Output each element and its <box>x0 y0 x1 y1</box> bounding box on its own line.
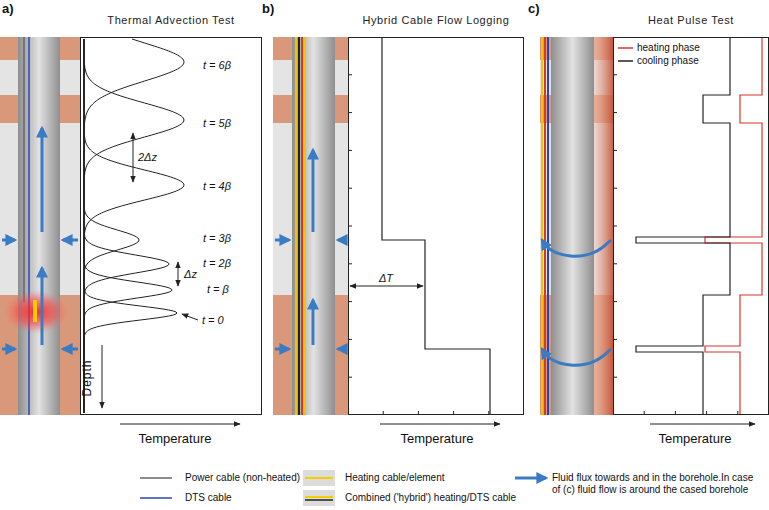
legend-text: Combined ('hybrid') heating/DTS cable <box>345 492 516 504</box>
flow-arrow <box>2 348 15 351</box>
hybrid-cable <box>301 37 303 415</box>
axis-arrow <box>650 424 755 425</box>
legend-sample <box>140 477 172 479</box>
time-label: t = β <box>206 283 230 295</box>
time-label: t = 5β <box>202 117 232 129</box>
legend-text: DTS cable <box>185 492 232 504</box>
borehole-strip <box>540 37 613 415</box>
legend-sample <box>618 47 633 49</box>
time-label: t = 3β <box>202 232 232 244</box>
plot-panel: Heat Pulse Test <box>613 37 769 415</box>
borehole <box>551 37 594 415</box>
flow-arrow <box>542 240 611 256</box>
borehole <box>18 37 60 415</box>
dimension-arrow <box>133 133 134 182</box>
flow-arrow <box>41 128 44 232</box>
legend-sample <box>515 477 546 480</box>
axis-label: Temperature <box>401 432 474 446</box>
panel-letter: c) <box>528 2 540 16</box>
dimension-arrow <box>178 262 179 286</box>
flow-arrow <box>63 348 78 351</box>
temperature-curve <box>84 39 184 413</box>
axis-arrow <box>380 424 500 425</box>
heating-element <box>33 300 37 322</box>
axis-label: Temperature <box>139 432 212 446</box>
axis-label: Depth <box>81 359 94 396</box>
legend-samples <box>140 48 633 506</box>
temperature-curve <box>84 39 184 413</box>
legend-sample <box>305 477 333 479</box>
time-label: t = 0 <box>201 314 225 326</box>
temperature-profile <box>705 37 762 415</box>
dimension-label: 2Δz <box>137 151 158 163</box>
legend-sample <box>140 497 172 499</box>
leader-arrow <box>182 314 198 320</box>
legend-text: Power cable (non-heated) <box>185 472 300 484</box>
time-label: t = 2β <box>202 257 232 269</box>
temperature-profile <box>636 37 730 415</box>
flow-arrow <box>2 239 15 242</box>
heat-glow <box>4 290 68 334</box>
flow-arrow <box>312 150 315 232</box>
flow-arrow <box>275 348 289 351</box>
depth-arrow <box>102 345 103 408</box>
legend-sample <box>618 60 633 62</box>
temperature-curve <box>84 39 169 413</box>
flow-arrow <box>275 239 289 242</box>
dimension-arrow <box>350 286 423 287</box>
panel-title: Heat Pulse Test <box>594 14 769 26</box>
plot-panel: Thermal Advection Test <box>80 37 262 415</box>
hybrid-cable <box>544 37 546 415</box>
plot-panel: Hybrid Cable Flow Logging <box>348 37 524 415</box>
flow-arrow <box>312 300 315 345</box>
hybrid-cable <box>304 37 306 415</box>
panel-title: Hybrid Cable Flow Logging <box>329 14 543 26</box>
flow-arrow <box>338 239 346 242</box>
axis-label: Temperature <box>659 432 732 446</box>
hybrid-cable <box>298 37 300 415</box>
dts-cable <box>28 37 30 415</box>
hybrid-cable <box>541 37 543 415</box>
panel-letter: b) <box>262 2 274 16</box>
panel-title: Thermal Advection Test <box>61 14 281 26</box>
legend-text: Heating cable/element <box>345 472 445 484</box>
borehole <box>292 37 335 415</box>
temperature-profile <box>382 37 490 415</box>
temperature-curve <box>84 39 139 413</box>
legend-text: Fluid flux towards and in the borehole.I… <box>552 472 764 496</box>
legend-sample <box>303 490 335 506</box>
flow-arrow <box>41 268 44 345</box>
borehole-strip <box>0 37 80 415</box>
hybrid-cable <box>295 37 297 415</box>
panel-letter: a) <box>2 2 14 16</box>
legend-sample <box>303 470 335 486</box>
borehole-strip <box>273 37 348 415</box>
power-cable <box>23 37 25 302</box>
time-label: t = 6β <box>202 59 232 71</box>
dimension-label: ΔT <box>378 272 394 284</box>
time-label: t = 4β <box>202 180 232 192</box>
flow-arrow <box>63 239 78 242</box>
legend-sample <box>305 499 333 501</box>
legend-text: heating phase <box>637 42 700 54</box>
legend-sample <box>305 496 333 498</box>
temperature-curve <box>84 39 177 413</box>
axis-arrow <box>120 424 240 425</box>
temperature-curve <box>84 39 172 413</box>
flow-arrow <box>338 348 346 351</box>
flow-arrow <box>542 349 611 365</box>
temperature-curve <box>84 39 184 413</box>
legend-text: cooling phase <box>637 55 699 67</box>
dimension-label: Δz <box>183 268 198 280</box>
